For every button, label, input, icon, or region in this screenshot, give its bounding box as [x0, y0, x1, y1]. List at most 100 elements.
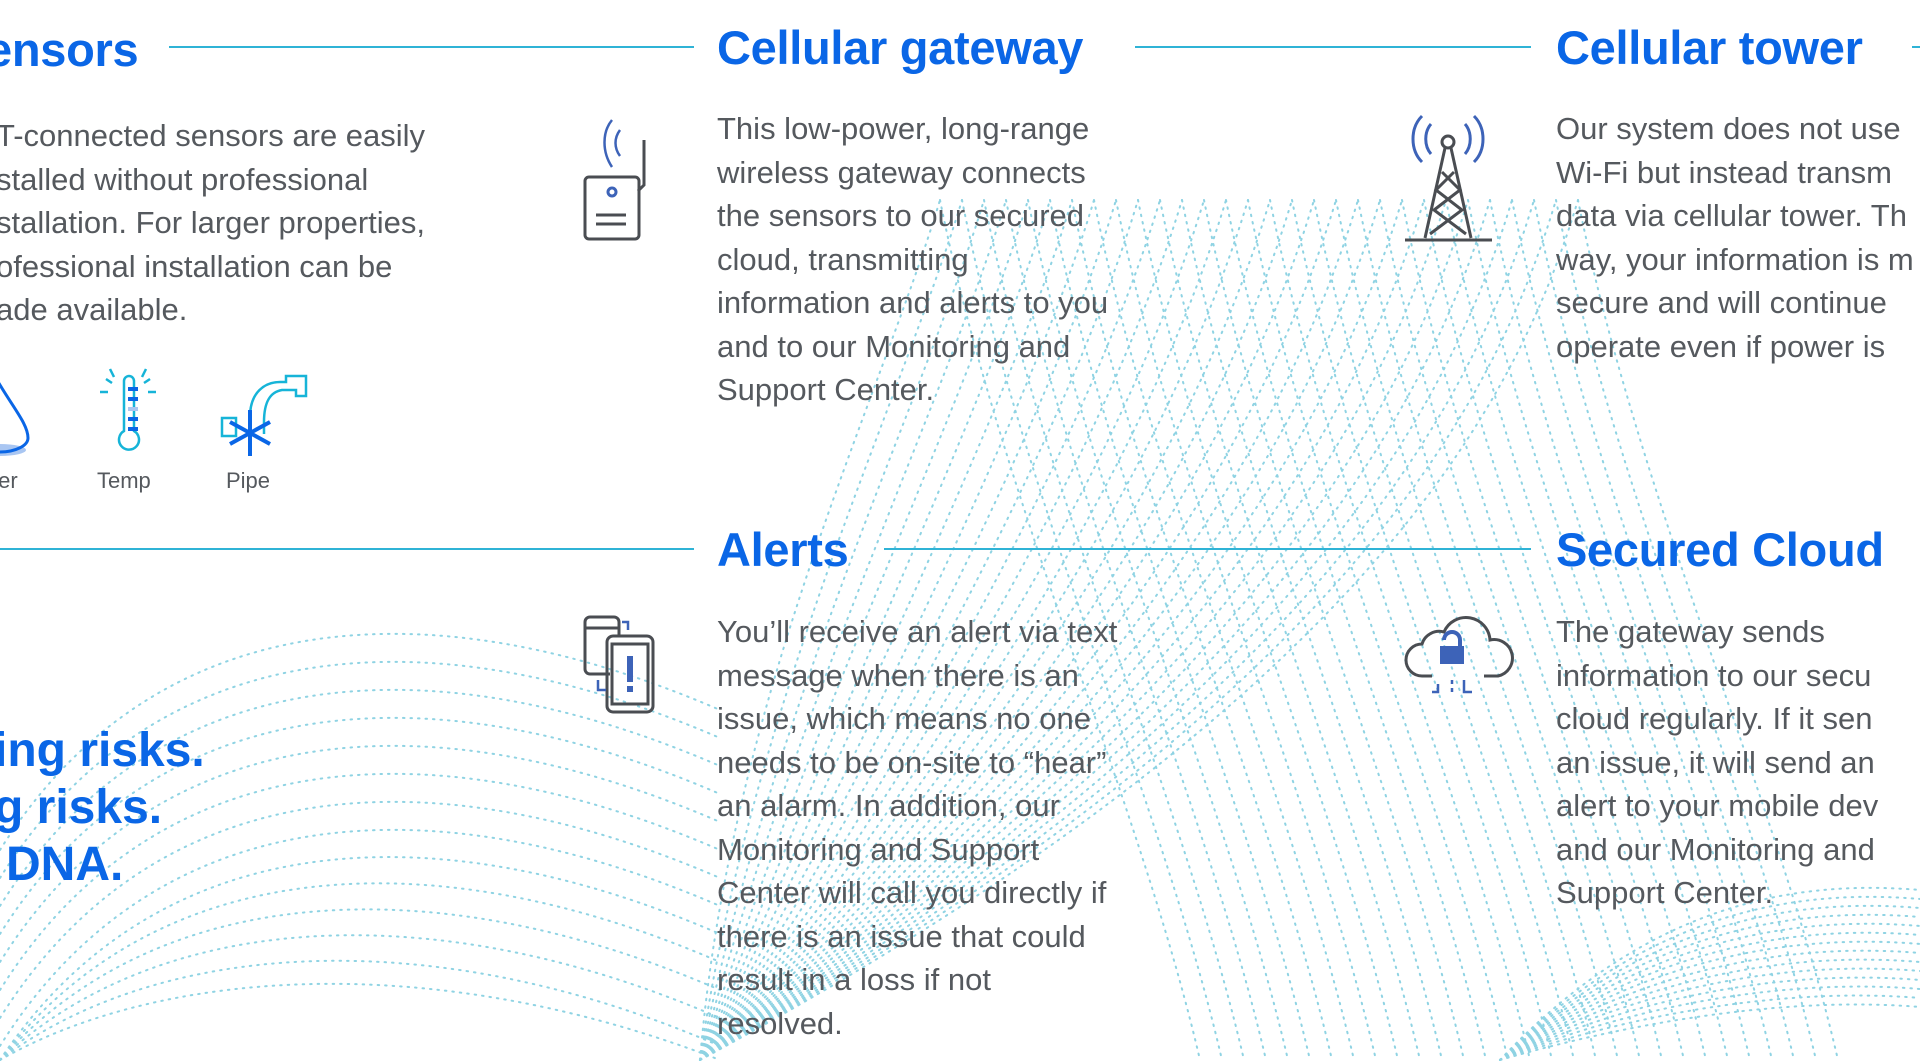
dotted-wave-line — [1499, 1003, 1920, 1061]
body-line: issue, which means no one — [717, 701, 1091, 736]
dotted-wave-line — [699, 199, 1205, 1061]
dotted-wave-line — [1071, 199, 1333, 1061]
tower-body: Our system does not use Wi-Fi but instea… — [1556, 107, 1914, 368]
body-line: cloud regularly. If it sen — [1556, 701, 1873, 736]
sensor-label-water: ter — [0, 468, 18, 493]
dotted-wave-line — [699, 199, 1139, 1061]
dotted-wave-line — [0, 959, 721, 1061]
frozen-pipe-icon — [220, 374, 308, 456]
dotted-wave-line — [699, 199, 1337, 1061]
body-line: operate even if power is — [1556, 328, 1886, 364]
body-line: This low-power, long-range — [717, 111, 1090, 146]
dotted-wave-line — [699, 199, 1029, 1061]
dotted-wave-line — [699, 199, 1095, 1061]
dotted-wave-line — [1379, 199, 1641, 1061]
body-line: information to our secu — [1556, 657, 1872, 693]
body-line: way, your information is m — [1556, 241, 1914, 277]
dotted-wave-line — [1247, 199, 1509, 1061]
dotted-wave-line — [699, 199, 1513, 1061]
body-line: ade available. — [0, 292, 188, 327]
dotted-wave-line — [699, 199, 1535, 1061]
gateway-body: This low-power, long-range wireless gate… — [717, 107, 1108, 412]
dotted-wave-line — [1291, 199, 1553, 1061]
dotted-wave-line — [1335, 199, 1597, 1061]
body-line: resolved. — [717, 1005, 843, 1041]
dotted-wave-line — [699, 199, 1491, 1061]
dotted-wave-line — [0, 882, 721, 1061]
sensors-body: T-connected sensors are easily stalled w… — [0, 114, 425, 332]
body-line: stallation. For larger properties, — [0, 205, 426, 240]
body-line: Wi-Fi but instead transm — [1556, 154, 1892, 190]
dotted-wave-line — [1499, 985, 1920, 1061]
dotted-wave-line — [1049, 199, 1311, 1061]
dotted-wave-line — [1499, 922, 1920, 1061]
secure-cloud-lock-icon — [1404, 615, 1514, 694]
dotted-wave-line — [1401, 199, 1663, 1061]
dotted-wave-line — [699, 199, 1315, 1061]
body-line: an issue, it will send an — [1556, 744, 1875, 780]
dotted-wave-line — [699, 199, 1183, 1061]
sensors-heading: ensors — [0, 23, 139, 76]
sensor-label-pipe: Pipe — [226, 468, 271, 493]
body-line: information and alerts to you — [717, 285, 1109, 320]
dotted-wave-line — [1115, 199, 1377, 1061]
dotted-wave-line — [699, 199, 1403, 1061]
body-line: You’ll receive an alert via text — [717, 614, 1118, 649]
dotted-wave-line — [1499, 994, 1920, 1061]
dotted-wave-line — [1225, 199, 1487, 1061]
dotted-wave-line — [0, 934, 721, 1061]
dotted-wave-line — [699, 199, 1117, 1061]
body-line: an alarm. In addition, our — [717, 788, 1060, 823]
body-line: wireless gateway connects — [717, 154, 1086, 190]
dotted-wave-line — [1467, 199, 1729, 1061]
dotted-wave-line — [1027, 199, 1289, 1061]
dotted-wave-line — [1269, 199, 1531, 1061]
body-line: there is an issue that could — [717, 918, 1086, 954]
dotted-wave-line — [699, 199, 1425, 1061]
dotted-wave-line — [699, 199, 1293, 1061]
dotted-wave-line — [0, 908, 721, 1061]
dotted-wave-line — [1489, 199, 1751, 1061]
dotted-wave-line — [1137, 199, 1399, 1061]
water-drop-icon — [0, 382, 30, 456]
body-line: T-connected sensors are easily — [0, 118, 426, 153]
dotted-wave-line — [1005, 199, 1267, 1061]
dotted-wave-line — [699, 199, 1469, 1061]
body-line: Support Center. — [717, 372, 935, 407]
body-line: alert to your mobile dev — [1556, 788, 1879, 823]
body-line: message when there is an — [717, 657, 1079, 693]
dotted-wave-line — [1357, 199, 1619, 1061]
dotted-wave-line — [1533, 199, 1795, 1061]
tower-heading: Cellular tower — [1556, 21, 1863, 74]
dotted-wave-line — [699, 199, 1271, 1061]
dotted-wave-line — [1499, 895, 1920, 1061]
dotted-wave-line — [699, 199, 1007, 1061]
body-line: and to our Monitoring and — [717, 328, 1071, 364]
body-line: Our system does not use — [1556, 111, 1901, 146]
heading-rule — [1912, 46, 1920, 48]
dotted-wave-line — [0, 982, 721, 1061]
tagline: ing risks. g risks. DNA. — [0, 722, 205, 893]
dotted-wave-line — [699, 199, 1381, 1061]
body-line: ofessional installation can be — [0, 248, 393, 284]
dotted-wave-line — [1499, 886, 1920, 1061]
heading-rule — [169, 46, 694, 48]
dotted-wave-line — [1555, 199, 1817, 1061]
body-line: Monitoring and Support — [717, 831, 1040, 867]
dotted-wave-line — [699, 199, 1051, 1061]
tagline-line: DNA. — [6, 838, 124, 891]
dotted-wave-line — [0, 856, 721, 1061]
body-line: data via cellular tower. Th — [1556, 198, 1907, 233]
dotted-wave-line — [1313, 199, 1575, 1061]
dotted-wave-line — [699, 199, 985, 1061]
dotted-wave-line — [699, 199, 963, 1061]
dotted-wave-line — [699, 199, 1161, 1061]
gateway-heading: Cellular gateway — [717, 21, 1084, 74]
dotted-wave-line — [1203, 199, 1465, 1061]
body-line: Support Center. — [1556, 875, 1774, 910]
dotted-wave-line — [699, 199, 1579, 1061]
body-line: stalled without professional — [0, 161, 369, 197]
dotted-wave-line — [1423, 199, 1685, 1061]
dotted-wave-line — [699, 199, 1227, 1061]
